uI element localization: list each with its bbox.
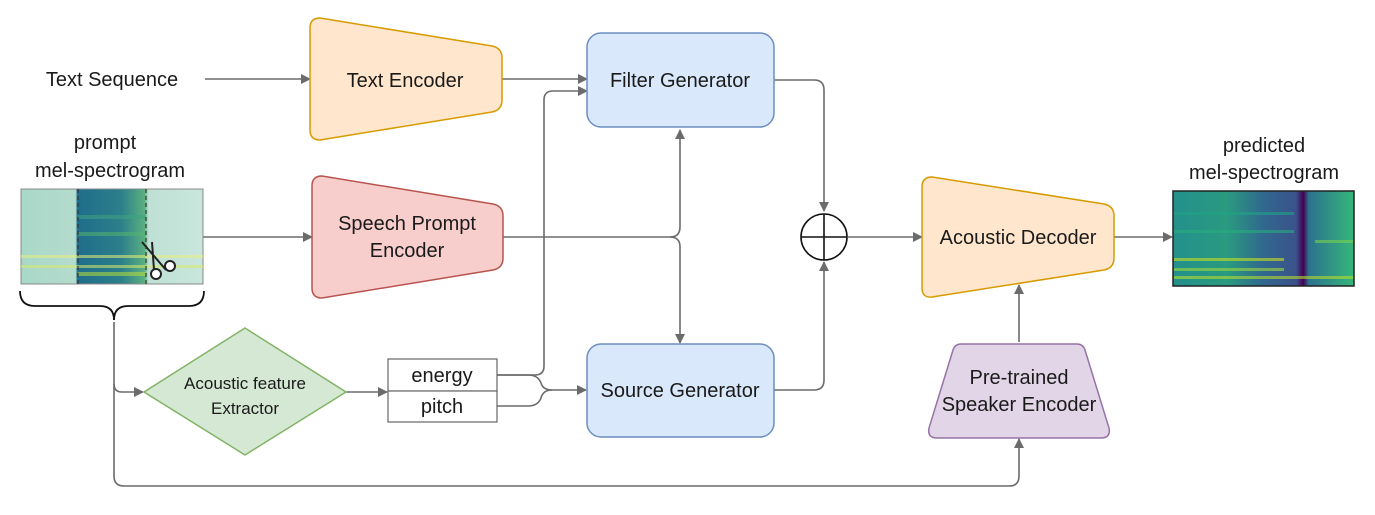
text-encoder-shape bbox=[309, 17, 503, 141]
speech-prompt-encoder: Speech Prompt Encoder bbox=[311, 175, 504, 299]
predicted-mel-label-line1: predicted bbox=[1223, 135, 1305, 157]
speech-prompt-encoder-shape bbox=[311, 175, 504, 299]
text-encoder-label: Text Encoder bbox=[347, 70, 464, 92]
speech-prompt-encoder-label-line2: Encoder bbox=[370, 240, 445, 262]
scissors-icon bbox=[141, 241, 176, 280]
arrow-speech-encoder-branch bbox=[503, 129, 685, 238]
pitch-label: pitch bbox=[421, 396, 463, 418]
arrow-energy-to-source bbox=[497, 374, 587, 395]
connectors bbox=[113, 74, 1173, 487]
prompt-mel-label-line1: prompt bbox=[74, 132, 137, 154]
speech-prompt-encoder-label-line1: Speech Prompt bbox=[338, 213, 476, 235]
filter-generator: Filter Generator bbox=[586, 32, 775, 128]
acoustic-feature-extractor-label-line1: Acoustic feature bbox=[184, 374, 306, 393]
acoustic-feature-extractor: Acoustic feature Extractor bbox=[142, 327, 348, 456]
prompt-mel-spectrogram: prompt mel-spectrogram bbox=[19, 132, 205, 321]
energy-label: energy bbox=[411, 365, 472, 387]
arrow-filter-to-sum bbox=[774, 79, 829, 212]
acoustic-feature-extractor-label-line2: Extractor bbox=[211, 399, 279, 418]
prompt-mel-image bbox=[20, 188, 204, 285]
filter-generator-label: Filter Generator bbox=[610, 70, 750, 92]
feature-table: energy pitch bbox=[387, 358, 498, 423]
arrow-brace-to-speaker-encoder bbox=[113, 384, 1024, 487]
predicted-mel-image bbox=[1172, 190, 1355, 287]
source-generator-box bbox=[586, 343, 775, 438]
arrow-speech-encoder-to-source bbox=[669, 236, 685, 344]
prompt-mel-label-line2: mel-spectrogram bbox=[35, 160, 185, 182]
arrow-brace-to-extractor bbox=[113, 322, 144, 397]
predicted-mel-label-line2: mel-spectrogram bbox=[1189, 162, 1339, 184]
pitch-cell bbox=[387, 390, 498, 423]
curly-brace bbox=[19, 290, 205, 321]
predicted-mel-spectrogram: predicted mel-spectrogram bbox=[1172, 135, 1355, 287]
predicted-mel-bands bbox=[1174, 212, 1353, 279]
acoustic-decoder: Acoustic Decoder bbox=[921, 176, 1115, 298]
acoustic-decoder-label: Acoustic Decoder bbox=[940, 227, 1097, 249]
arrow-energy-to-filter bbox=[497, 86, 588, 376]
acoustic-decoder-shape bbox=[921, 176, 1115, 298]
pretrained-speaker-encoder-shape bbox=[927, 343, 1111, 439]
arrow-pitch-to-source bbox=[497, 389, 553, 407]
filter-generator-box bbox=[586, 32, 775, 128]
arrow-source-to-sum bbox=[774, 261, 829, 391]
circle-plus-icon bbox=[800, 213, 848, 261]
pretrained-speaker-encoder-label-line2: Speaker Encoder bbox=[942, 394, 1097, 416]
text-encoder: Text Encoder bbox=[309, 17, 503, 141]
prompt-mel-bands bbox=[21, 215, 203, 276]
source-generator-label: Source Generator bbox=[601, 380, 760, 402]
acoustic-feature-extractor-shape bbox=[142, 327, 348, 456]
pretrained-speaker-encoder-label-line1: Pre-trained bbox=[970, 367, 1069, 389]
pretrained-speaker-encoder: Pre-trained Speaker Encoder bbox=[927, 343, 1111, 439]
source-generator: Source Generator bbox=[586, 343, 775, 438]
text-sequence-label: Text Sequence bbox=[46, 69, 178, 91]
